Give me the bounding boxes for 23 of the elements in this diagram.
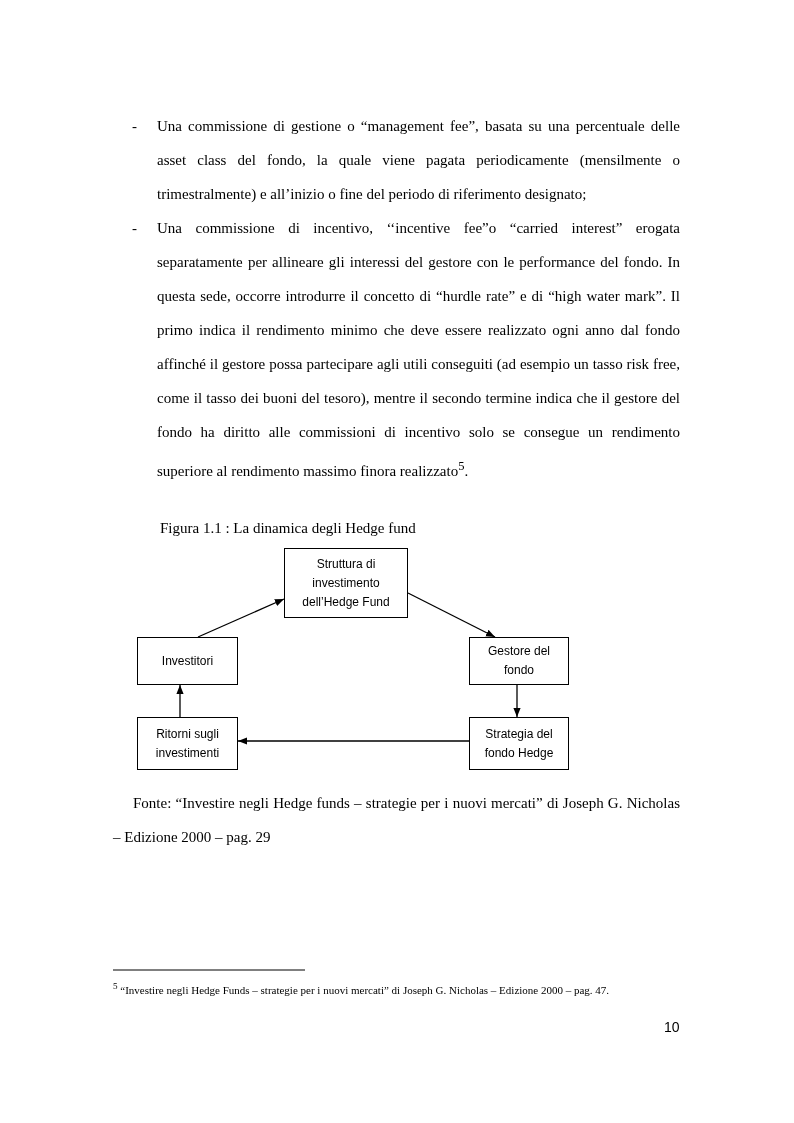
footnote: $^{5}$ “Investire negli Hedge Funds – strategie per i nuovi mercati” di Joseph G. Nicholas – Edizione 2000 – pag. 47. bbox=[113, 980, 611, 998]
list-dash: - bbox=[132, 219, 137, 238]
process-box bbox=[284, 548, 408, 618]
list-paragraph: Una commissione di incentivo, ‘‘incentive fee”o “carried interest” erogata separatamente per allineare gli interessi del gestore con le performance del fondo. In questa sede, occorre introdurre il concetto di “hurdle rate” e di “high water mark”. Il primo indica il rendimento minimo che deve essere realizzato ogni anno dal fondo affinché il gestore possa partecipare agli utili conseguiti (ad esempio un tasso risk free, come il tasso dei buoni del tesoro), mentre il secondo termine indica che il gestore del fondo ha diritto alle commissioni di incentivo solo se consegue un rendimento superiore al rendimento massimo finora realizzato$^{5}$. bbox=[157, 219, 680, 481]
process-box bbox=[469, 637, 569, 685]
arrow bbox=[197, 598, 285, 638]
list-dash: - bbox=[132, 117, 137, 136]
arrow bbox=[237, 737, 470, 745]
arrow bbox=[513, 684, 521, 718]
node-label: Ritorni sugli investimenti bbox=[154, 725, 221, 762]
process-box bbox=[137, 637, 238, 685]
source-caption: Fonte: “Investire negli Hedge funds – strategie per i nuovi mercati” di Joseph G. Nicholas – Edizione 2000 – pag. 29 bbox=[113, 794, 680, 847]
node-label: Gestore del fondo bbox=[486, 643, 551, 679]
arrow bbox=[176, 684, 184, 718]
arrow bbox=[407, 592, 496, 638]
process-box bbox=[469, 717, 569, 770]
figure-title: Figura 1.1 : La dinamica degli Hedge fund bbox=[160, 519, 416, 538]
list-paragraph: Una commissione di gestione o “management fee”, basata su una percentuale delle asset class del fondo, la quale viene pagata periodicamente (mensilmente o trimestralmente) e all’inizio o fine del periodo di riferimento designato; bbox=[157, 117, 680, 204]
node-label: Struttura di investimento dell’Hedge Fund bbox=[301, 555, 391, 611]
node-label: Investitori bbox=[160, 652, 215, 670]
page-number: 10 bbox=[664, 1018, 680, 1037]
process-box bbox=[137, 717, 238, 770]
node-label: Strategia del fondo Hedge bbox=[483, 725, 555, 762]
